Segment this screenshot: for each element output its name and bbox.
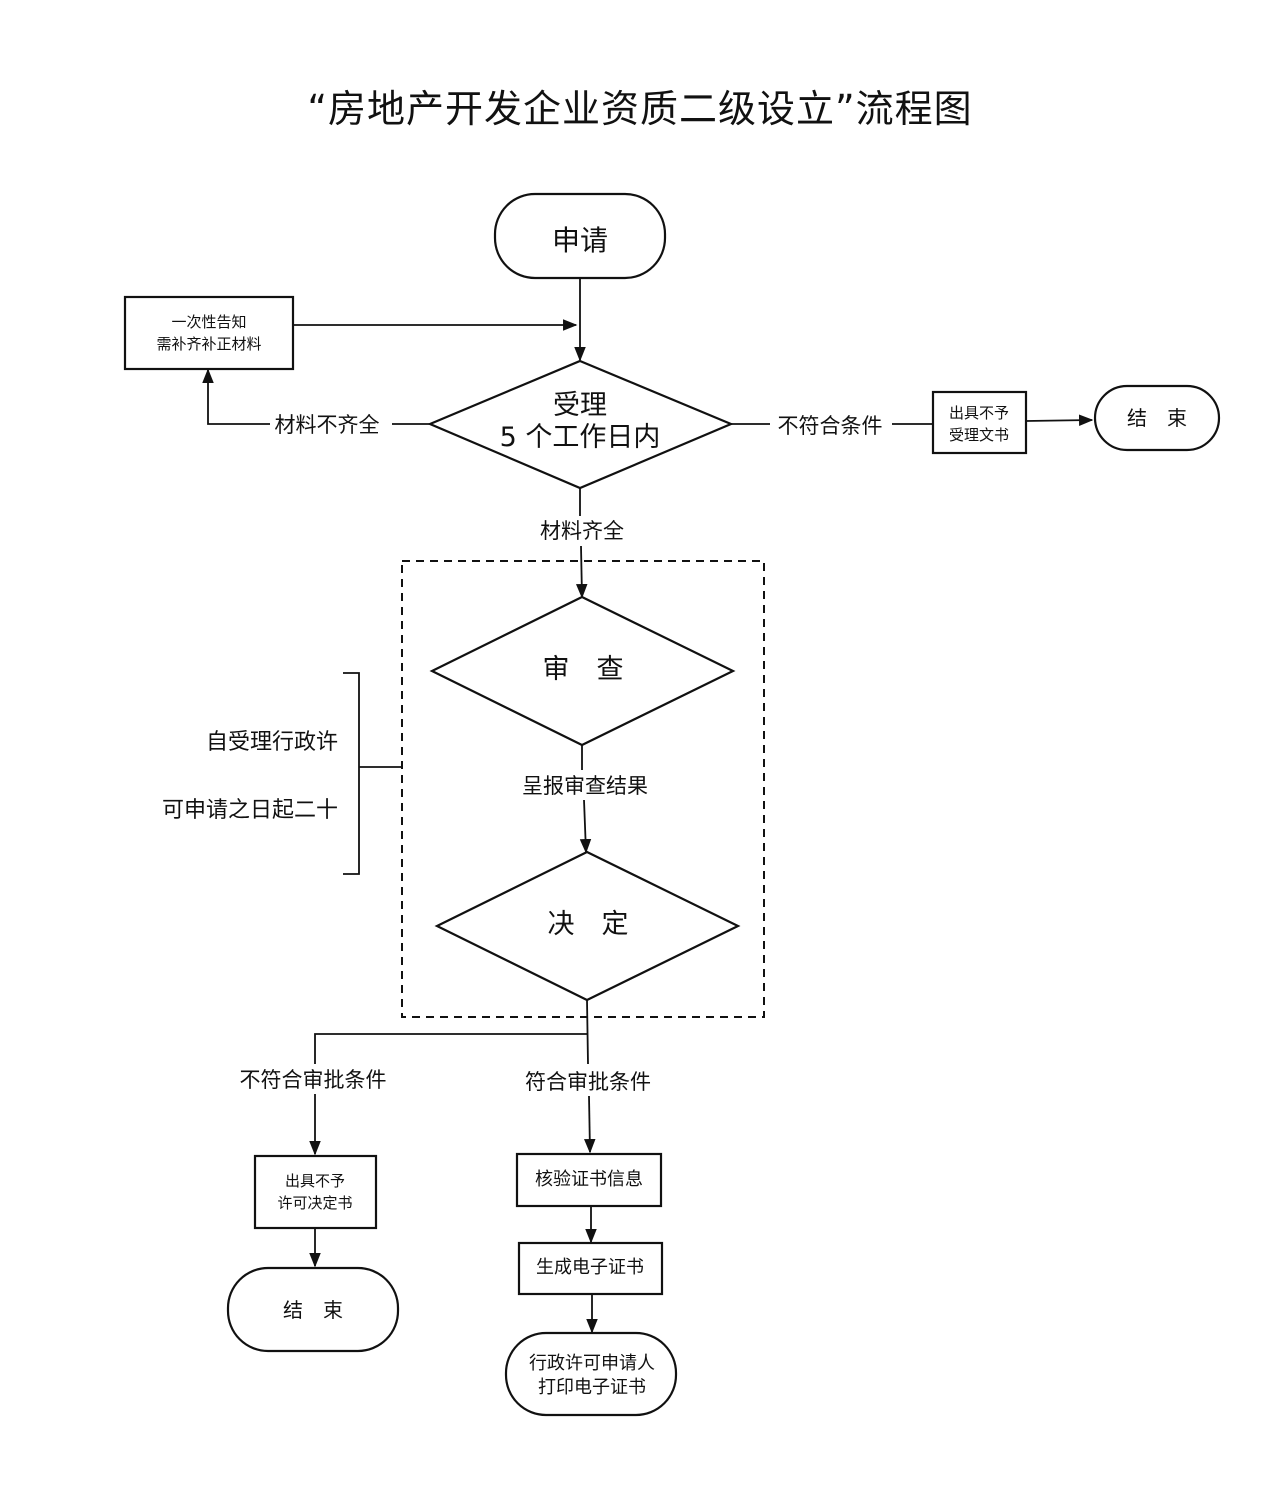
arrow-approve-to-verify <box>584 1095 596 1154</box>
print-label-line2: 打印电子证书 <box>538 1377 646 1398</box>
node-review: 审 查 <box>429 595 736 747</box>
node-generate: 生成电子证书 <box>517 1241 664 1296</box>
arrow-incomplete-to-notice <box>202 368 270 425</box>
node-reject-doc: 出具不予 受理文书 <box>931 390 1028 455</box>
node-notice: 一次性告知 需补齐补正材料 <box>123 295 295 371</box>
edge-label-not-eligible: 不符合条件 <box>778 414 883 438</box>
end-top-label: 结 束 <box>1127 406 1187 430</box>
accept-label-line2: 5 个工作日内 <box>500 422 661 453</box>
decide-label: 决 定 <box>548 909 629 940</box>
side-note-line1: 自受理行政许 <box>206 730 338 755</box>
line-deny-branch <box>314 1033 587 1064</box>
edge-label-deny: 不符合审批条件 <box>240 1068 387 1092</box>
node-print: 行政许可申请人 打印电子证书 <box>504 1331 678 1417</box>
edge-label-complete: 材料齐全 <box>540 519 624 543</box>
deny-doc-line1: 出具不予 <box>285 1172 345 1190</box>
accept-label-line1: 受理 <box>553 390 607 421</box>
page-title: “房地产开发企业资质二级设立”流程图 <box>307 87 973 131</box>
edge-label-report: 呈报审查结果 <box>522 774 648 798</box>
apply-label: 申请 <box>552 224 608 257</box>
line-decide-down <box>586 999 589 1065</box>
side-note: 自受理行政许 可申请之日起二十 <box>162 730 338 823</box>
verify-label: 核验证书信息 <box>535 1169 643 1190</box>
arrow-report-to-decide <box>579 799 592 854</box>
node-decide: 决 定 <box>434 850 741 1002</box>
node-verify: 核验证书信息 <box>515 1152 663 1208</box>
node-accept: 受理 5 个工作日内 <box>427 359 734 490</box>
generate-label: 生成电子证书 <box>536 1257 644 1278</box>
side-note-line2: 可申请之日起二十 <box>162 798 338 823</box>
end-bottom-label: 结 束 <box>283 1298 343 1322</box>
side-bracket <box>343 672 360 875</box>
edge-label-incomplete: 材料不齐全 <box>275 413 380 437</box>
node-end-bottom: 结 束 <box>226 1266 400 1353</box>
deny-doc-line2: 许可决定书 <box>277 1194 352 1212</box>
edge-label-approve: 符合审批条件 <box>525 1070 651 1094</box>
node-deny-doc: 出具不予 许可决定书 <box>253 1154 378 1230</box>
arrow-reject-to-end <box>1025 414 1094 426</box>
reject-doc-line1: 出具不予 <box>949 404 1009 422</box>
arrow-complete-to-review <box>575 545 588 599</box>
connectors <box>202 278 1094 1334</box>
node-apply: 申请 <box>493 192 667 280</box>
review-stage-frame <box>401 560 765 1018</box>
reject-doc-line2: 受理文书 <box>949 426 1009 444</box>
print-label-line1: 行政许可申请人 <box>529 1353 655 1374</box>
node-end-top: 结 束 <box>1093 384 1221 452</box>
review-label: 审 查 <box>543 654 624 685</box>
edge-labels: 材料不齐全 不符合条件 材料齐全 呈报审查结果 不符合审批条件 符合审批条件 <box>240 413 883 1094</box>
notice-label-line2: 需补齐补正材料 <box>156 335 261 353</box>
notice-label-line1: 一次性告知 <box>171 313 246 331</box>
